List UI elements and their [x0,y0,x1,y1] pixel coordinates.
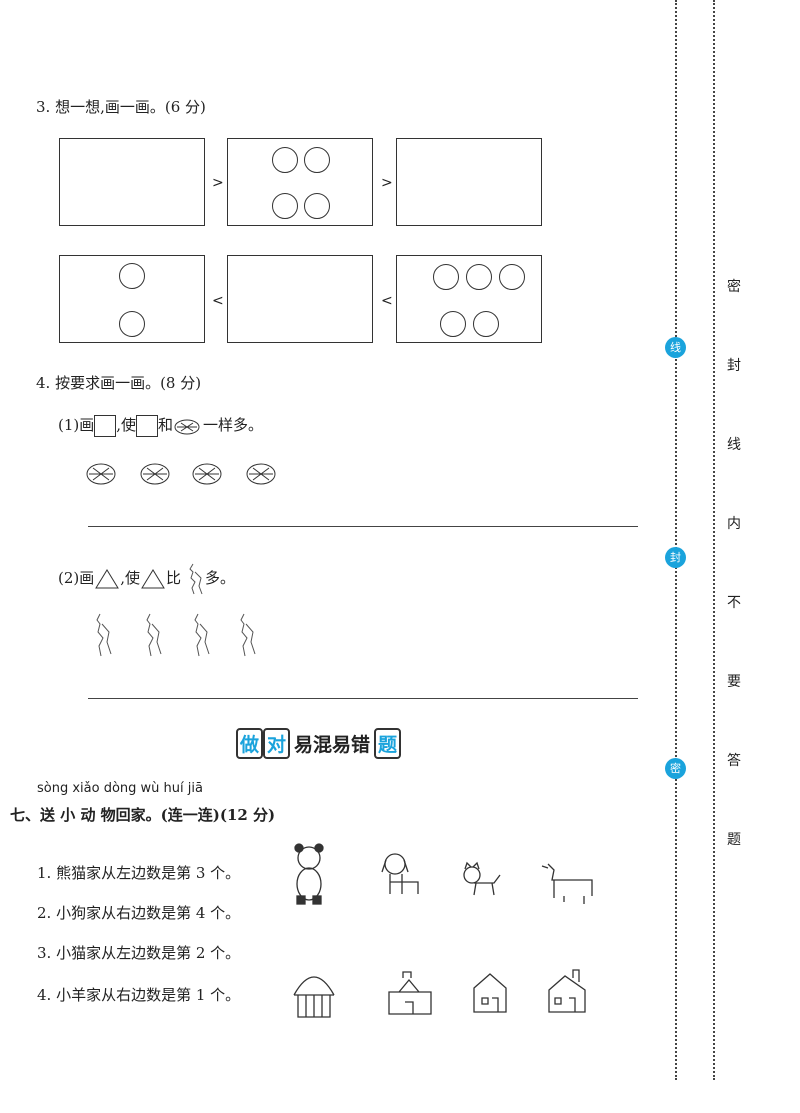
triangle-icon [95,569,120,589]
animals-and-houses[interactable] [285,840,610,1020]
circle-box [396,255,542,343]
square-icon [94,415,117,437]
list-item: 1. 熊猫家从左边数是第 3 个。 [37,864,241,882]
list-item: 3. 小猫家从左边数是第 2 个。 [37,944,241,962]
section-banner: 做对易混易错题 [236,728,402,759]
text: (1)画 [58,416,95,434]
text: 一样多。 [203,416,264,434]
goat-icon [541,863,593,904]
seal-marker: 封 [665,547,686,568]
answer-line [88,526,638,527]
draw-box [227,255,373,343]
dog-icon [381,853,419,894]
cat-icon [463,861,501,896]
house-icon [548,969,586,1013]
text: ,使 [116,416,137,434]
seal-marker: 线 [665,337,686,358]
list-item: 2. 小狗家从右边数是第 4 个。 [37,904,241,922]
side-char: 不 [727,595,741,611]
q4-part1: (1)画 ,使 和 一样多。 [58,414,263,437]
banner-char: 对 [263,728,291,759]
square-icon [136,415,159,437]
deer-icon [189,563,203,595]
less-sign: < [212,293,224,309]
draw-box [396,138,542,226]
text: ,使 [120,569,141,587]
house-icon [388,971,432,1015]
section7-title: 七、送 小 动 物回家。(连一连)(12 分) [10,806,276,824]
seal-line [713,0,715,1080]
seal-line [675,0,677,1080]
draw-box [59,138,205,226]
pinyin: sòng xiǎo dòng wù huí jiā [37,781,203,796]
side-char: 题 [727,832,741,848]
q4-title: 4. 按要求画一画。(8 分) [36,374,202,392]
birdcage-house-icon [293,976,335,1018]
q4-part2: (2)画 ,使 比 多。 [58,562,235,596]
circle-box [227,138,373,226]
greater-sign: > [381,175,393,191]
side-char: 密 [727,279,741,295]
text: 多。 [205,569,236,587]
banner-text: 易混易错 [294,734,371,756]
house-icon [473,973,507,1013]
side-char: 封 [727,358,741,374]
banner-char: 做 [236,728,264,759]
circle-box [59,255,205,343]
side-char: 要 [727,674,741,690]
panda-icon [294,843,324,905]
deer-row [96,613,256,657]
text: (2)画 [58,569,95,587]
list-item: 4. 小羊家从右边数是第 1 个。 [37,986,241,1004]
seal-marker: 密 [665,758,686,779]
text: 比 [166,569,182,587]
q3-title: 3. 想一想,画一画。(6 分) [36,98,206,116]
text: 和 [158,416,174,434]
watermelon-row [86,463,276,485]
less-sign: < [381,293,393,309]
greater-sign: > [212,175,224,191]
watermelon-icon [174,419,200,435]
banner-char: 题 [374,728,402,759]
side-char: 线 [727,437,741,453]
answer-line [88,698,638,699]
side-char: 答 [727,753,741,769]
triangle-icon [141,569,165,589]
side-char: 内 [727,516,741,532]
